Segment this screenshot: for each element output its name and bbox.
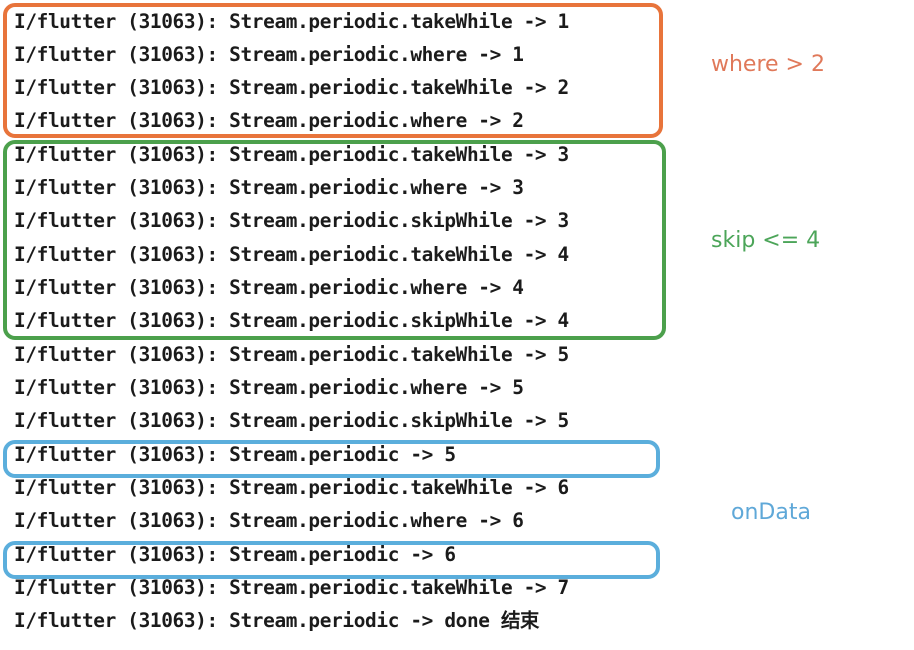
log-line: I/flutter (31063): Stream.periodic.where… [14, 43, 524, 66]
log-line: I/flutter (31063): Stream.periodic.where… [14, 176, 524, 199]
log-line: I/flutter (31063): Stream.periodic.where… [14, 109, 524, 132]
log-line: I/flutter (31063): Stream.periodic.skipW… [14, 309, 569, 332]
log-line: I/flutter (31063): Stream.periodic.takeW… [14, 10, 569, 33]
log-line: I/flutter (31063): Stream.periodic -> do… [14, 609, 540, 632]
log-line: I/flutter (31063): Stream.periodic.where… [14, 276, 524, 299]
log-line: I/flutter (31063): Stream.periodic.where… [14, 509, 524, 532]
log-line: I/flutter (31063): Stream.periodic.takeW… [14, 143, 569, 166]
flutter-log-console: I/flutter (31063): Stream.periodic.takeW… [14, 10, 569, 632]
log-line: I/flutter (31063): Stream.periodic -> 5 [14, 443, 456, 466]
annotation-label-where: where > 2 [711, 52, 825, 77]
annotation-label-skip: skip <= 4 [711, 228, 821, 253]
log-line: I/flutter (31063): Stream.periodic.takeW… [14, 243, 569, 266]
log-line: I/flutter (31063): Stream.periodic.takeW… [14, 76, 569, 99]
annotation-label-ondata: onData [731, 500, 811, 525]
log-line: I/flutter (31063): Stream.periodic.skipW… [14, 209, 569, 232]
log-line: I/flutter (31063): Stream.periodic.takeW… [14, 576, 569, 599]
log-line: I/flutter (31063): Stream.periodic.skipW… [14, 409, 569, 432]
log-line: I/flutter (31063): Stream.periodic -> 6 [14, 543, 456, 566]
log-line: I/flutter (31063): Stream.periodic.takeW… [14, 476, 569, 499]
log-line: I/flutter (31063): Stream.periodic.where… [14, 376, 524, 399]
log-line: I/flutter (31063): Stream.periodic.takeW… [14, 343, 569, 366]
